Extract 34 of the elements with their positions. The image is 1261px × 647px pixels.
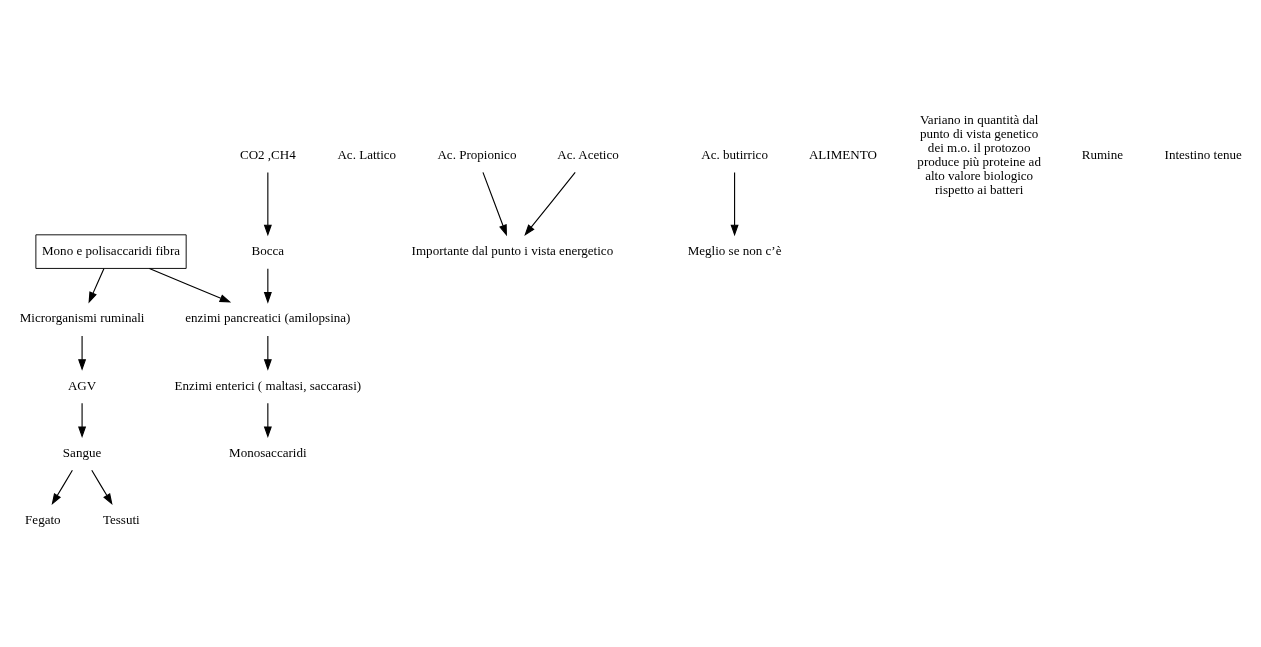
arrow: [91, 469, 113, 506]
arrow: [148, 268, 232, 303]
node-text: Enzimi enterici ( maltasi, saccarasi): [174, 377, 362, 393]
node-text: Monosaccaridi: [229, 444, 307, 460]
arrow: [263, 402, 272, 439]
label: ALIMENTO: [808, 146, 877, 162]
arrow: [88, 268, 105, 304]
arrow: [263, 171, 272, 237]
node-text: Sangue: [62, 444, 102, 460]
arrow: [263, 335, 272, 371]
arrow: [524, 171, 576, 236]
arrow: [263, 268, 272, 304]
node-text: Fegato: [25, 511, 61, 527]
node-text: Tessuti: [102, 511, 140, 527]
node-text: enzimi pancreatici (amilopsina): [185, 310, 351, 326]
arrow: [730, 171, 739, 237]
label: Intestino tenue: [1164, 146, 1242, 162]
node-text: Ac. butirrico: [701, 146, 768, 162]
label: Variano in quantità dal punto di vista genetico dei m.o. il protozoo produce più proteine ad alto valore biologico rispetto ai batteri: [917, 111, 1041, 197]
arrow: [51, 469, 73, 506]
label: Rumine: [1081, 146, 1124, 162]
node-text: Bocca: [251, 243, 285, 259]
node-text: Ac. Propionico: [437, 146, 517, 162]
node-text: Ac. Lattico: [337, 146, 397, 162]
arrow: [78, 402, 87, 439]
node-text: CO2 ,CH4: [239, 146, 296, 162]
node-text: Importante dal punto i vista energetico: [411, 243, 614, 259]
node-text: Microrganismi ruminali: [19, 310, 145, 326]
node-text: Ac. Acetico: [557, 146, 619, 162]
node-text: Meglio se non c’è: [687, 243, 782, 259]
arrow: [78, 335, 87, 371]
arrow: [482, 171, 507, 237]
node-box: Mono e polisaccaridi fibra: [35, 234, 187, 269]
node-text: AGV: [67, 377, 97, 393]
